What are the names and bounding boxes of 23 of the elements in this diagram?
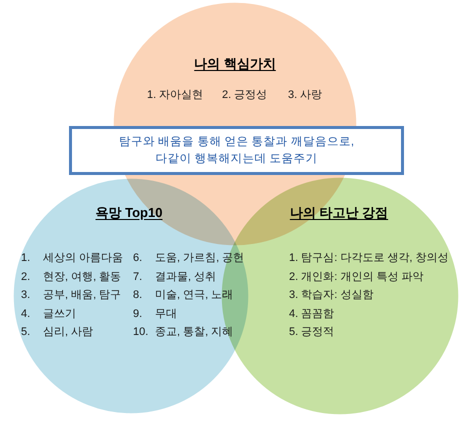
list-item: 1. 자아실현 [147,88,204,102]
list-item: 7. 결과물, 성취 [133,270,216,284]
heading: 나의 핵심가치 [194,55,276,72]
list-item: 2. 긍정성 [222,88,268,102]
list-item: 1. 세상의 아름다움 [21,251,124,265]
list-item: 8. 미술, 연극, 노래 [133,288,234,302]
list-item: 2. 현장, 여행, 활동 [21,270,122,284]
heading: 욕망 Top10 [96,204,162,221]
statement-text: 탐구와 배움을 통해 얻은 통찰과 깨달음으로, 다같이 행복해지는데 도움주기 [118,134,356,166]
list-item: 4. 글쓰기 [21,307,76,321]
list-item: 3. 학습자: 성실함 [289,288,374,302]
statement-box [69,126,404,175]
list-item: 3. 공부, 배움, 탐구 [21,288,122,302]
heading: 나의 타고난 강점 [290,204,388,221]
list-item: 5. 긍정적 [289,325,334,339]
list-item: 2. 개인화: 개인의 특성 파악 [289,270,424,284]
list-item: 3. 사랑 [288,88,322,102]
list-item: 5. 심리, 사람 [21,325,94,339]
list-item: 6. 도움, 가르침, 공헌 [133,251,244,265]
list-item: 10. 종교, 통찰, 지혜 [133,325,234,339]
list-item: 4. 꼼꼼함 [289,307,334,321]
list-item: 9. 무대 [133,307,177,321]
list-item: 1. 탐구심: 다각도로 생각, 창의성 [289,251,449,265]
